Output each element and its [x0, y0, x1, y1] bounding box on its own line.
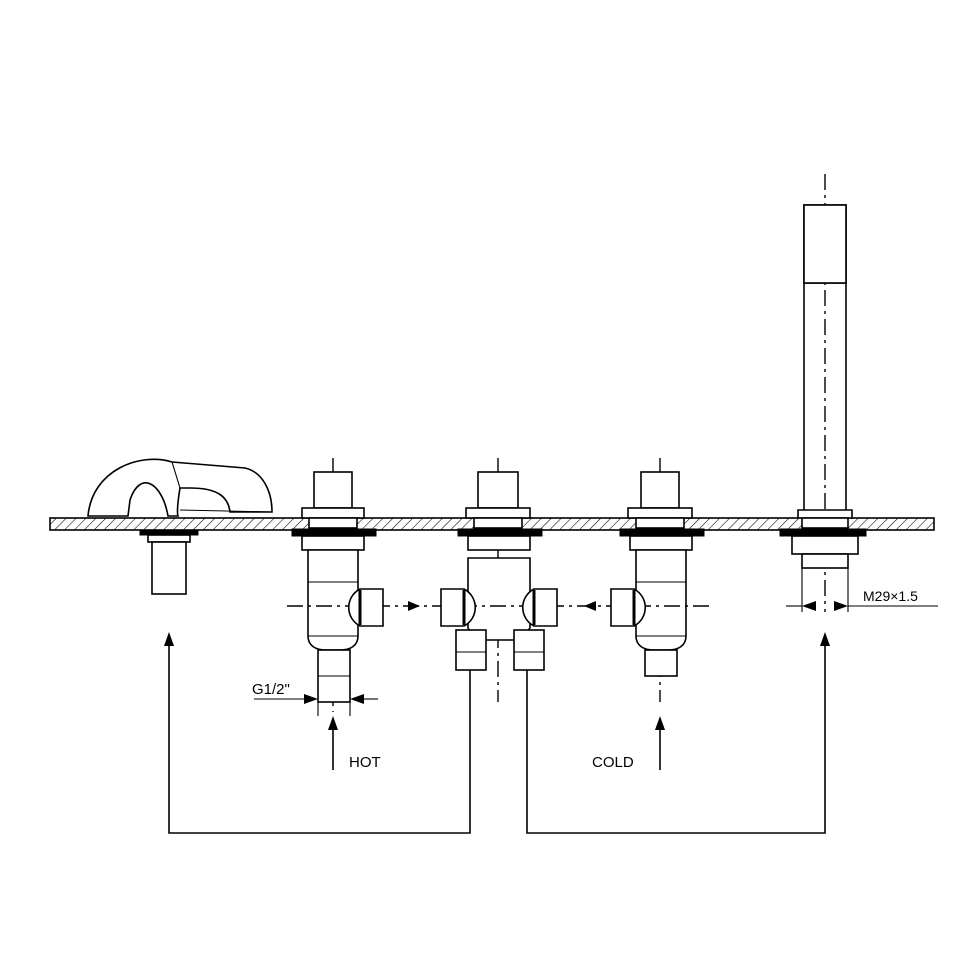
arrow-right-icon: [408, 601, 420, 611]
arrow-up-icon: [164, 632, 174, 646]
spout: [87, 458, 273, 517]
handshower: [779, 174, 867, 612]
hot-label: HOT: [349, 754, 381, 771]
thread-label: M29×1.5: [863, 588, 918, 604]
cold-label: COLD: [592, 754, 634, 771]
arrow-up-icon: [328, 716, 338, 730]
handshower-feed-line: [526, 640, 826, 834]
thread-dimension: [786, 601, 938, 611]
cold-valve: [619, 458, 705, 702]
spout-shank: [151, 541, 187, 595]
diverter-body: [455, 458, 545, 702]
handle-caps: [347, 588, 647, 627]
hot-valve: [291, 458, 377, 712]
arrow-left-icon: [584, 601, 596, 611]
arrow-up-icon: [820, 632, 830, 646]
spout-feed-line: [168, 640, 471, 834]
arrow-up-icon: [655, 716, 665, 730]
spout-collar: [147, 534, 191, 543]
inlet-dimension: [254, 694, 378, 716]
inlet-size-label: G1/2": [252, 681, 290, 698]
